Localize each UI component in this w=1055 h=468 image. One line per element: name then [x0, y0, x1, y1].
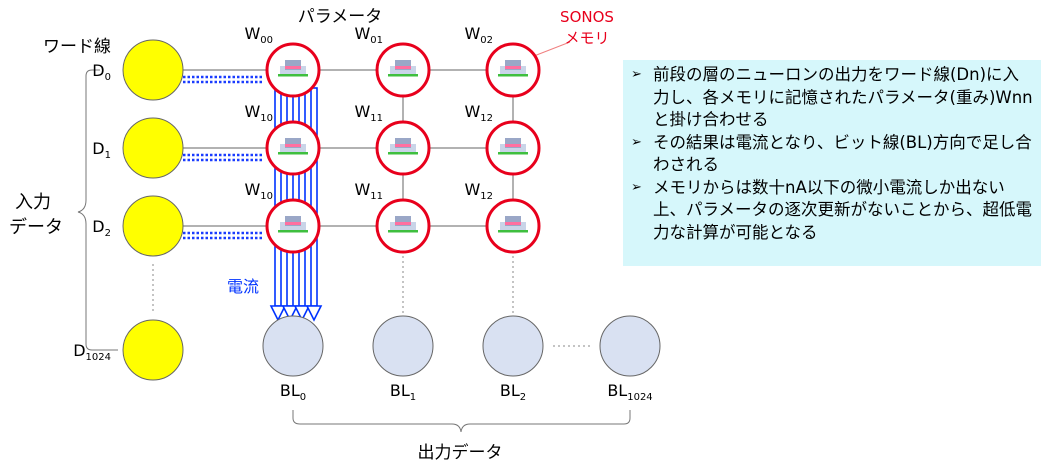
- transistor-charge-trap: [505, 66, 521, 69]
- explanation-item: ➢メモリからは数十nA以下の微小電流しか出ない上、パラメータの逐次更新がないこと…: [631, 177, 1033, 242]
- transistor-substrate: [280, 222, 306, 232]
- current-arrow-shaft: [298, 87, 306, 307]
- current-arrow-head: [305, 305, 323, 322]
- input-node: [122, 117, 184, 179]
- word-line-label: ワード線: [43, 37, 111, 57]
- weight-label: W11: [354, 102, 383, 124]
- parameter-label: パラメータ: [298, 7, 383, 27]
- weight-label: W00: [244, 24, 273, 46]
- transistor-gate-stack: [395, 60, 411, 70]
- current-arrow-head: [269, 305, 287, 322]
- transistor-charge-trap: [505, 144, 521, 147]
- transistor-channel: [278, 152, 308, 155]
- input-node: [122, 319, 184, 381]
- transistor-channel: [498, 152, 528, 155]
- input-node-label: D2: [92, 217, 111, 239]
- output-bitline-node: [262, 315, 324, 377]
- transistor-substrate: [500, 66, 526, 76]
- input-node: [122, 39, 184, 101]
- current-arrow-head: [293, 305, 311, 322]
- input-node-label: D1: [92, 139, 111, 161]
- arrow-bullet-icon: ➢: [631, 67, 642, 82]
- transistor-substrate: [500, 144, 526, 154]
- explanation-list: ➢前段の層のニューロンの出力をワード線(Dn)に入力し、各メモリに記憶されたパラ…: [631, 64, 1033, 244]
- transistor-channel: [278, 74, 308, 77]
- weight-label: W12: [464, 180, 493, 202]
- transistor-charge-trap: [285, 66, 301, 69]
- transistor-substrate: [280, 144, 306, 154]
- explanation-item: ➢前段の層のニューロンの出力をワード線(Dn)に入力し、各メモリに記憶されたパラ…: [631, 65, 1033, 129]
- transistor-gate-stack: [505, 138, 521, 148]
- grid-nodes: [122, 39, 661, 381]
- transistor-channel: [388, 230, 418, 233]
- input-node-label: D0: [92, 61, 111, 83]
- transistor-substrate: [390, 144, 416, 154]
- transistor-charge-trap: [505, 222, 521, 225]
- weight-label: W02: [464, 24, 493, 46]
- bitline-label: BL1024: [607, 381, 652, 403]
- input-data-label-line1: 入力: [15, 192, 51, 213]
- current-label: 電流: [227, 277, 259, 296]
- transistor-substrate: [280, 66, 306, 76]
- current-arrow-shaft: [310, 87, 318, 307]
- transistor-channel: [388, 74, 418, 77]
- output-bitline-node: [599, 315, 661, 377]
- sonos-label: SONOS: [560, 8, 614, 26]
- transistor-substrate: [500, 222, 526, 232]
- output-brace: [292, 410, 631, 433]
- input-brace: [77, 69, 100, 351]
- bitline-label: BL1: [390, 381, 416, 403]
- output-bitline-node: [482, 315, 544, 377]
- sonos-pointer: [533, 41, 571, 57]
- transistor-channel: [388, 152, 418, 155]
- transistor-gate-stack: [395, 138, 411, 148]
- transistor-substrate: [390, 66, 416, 76]
- weight-label: W11: [354, 180, 383, 202]
- output-bitline-node: [372, 315, 434, 377]
- arrow-bullet-icon: ➢: [631, 179, 642, 195]
- arrow-bullet-icon: ➢: [631, 134, 642, 150]
- transistor-channel: [278, 230, 308, 233]
- input-node-label: D1024: [73, 341, 111, 363]
- diagram-labels: パラメータ ワード線 SONOS メモリ 入力 データ 電流 出力データ: [9, 7, 614, 463]
- weight-label: W01: [354, 24, 383, 46]
- transistor-charge-trap: [285, 222, 301, 225]
- transistor-channel: [498, 74, 528, 77]
- bitline-label: BL2: [500, 381, 526, 403]
- transistor-channel: [498, 230, 528, 233]
- transistor-charge-trap: [395, 66, 411, 69]
- transistor-charge-trap: [395, 222, 411, 225]
- transistor-gate-stack: [285, 138, 301, 148]
- current-arrow-head: [281, 305, 299, 322]
- transistor-gate-stack: [395, 216, 411, 226]
- transistor-gate-stack: [285, 216, 301, 226]
- weight-label: W10: [244, 180, 273, 202]
- transistor-charge-trap: [395, 144, 411, 147]
- explanation-item: ➢その結果は電流となり、ビット線(BL)方向で足し合わされる: [631, 132, 1032, 175]
- transistor-charge-trap: [285, 144, 301, 147]
- current-arrow-shaft: [274, 87, 282, 307]
- weight-label: W12: [464, 102, 493, 124]
- memory-label: メモリ: [564, 29, 609, 47]
- transistor-gate-stack: [505, 216, 521, 226]
- output-data-label: 出力データ: [418, 442, 503, 463]
- bitline-label: BL0: [280, 381, 306, 403]
- explanation-box: ➢前段の層のニューロンの出力をワード線(Dn)に入力し、各メモリに記憶されたパラ…: [623, 60, 1041, 266]
- transistor-gate-stack: [505, 60, 521, 70]
- weight-label: W10: [244, 102, 273, 124]
- transistor-substrate: [390, 222, 416, 232]
- input-node: [122, 195, 184, 257]
- input-data-label-line2: データ: [9, 217, 63, 238]
- transistor-gate-stack: [285, 60, 301, 70]
